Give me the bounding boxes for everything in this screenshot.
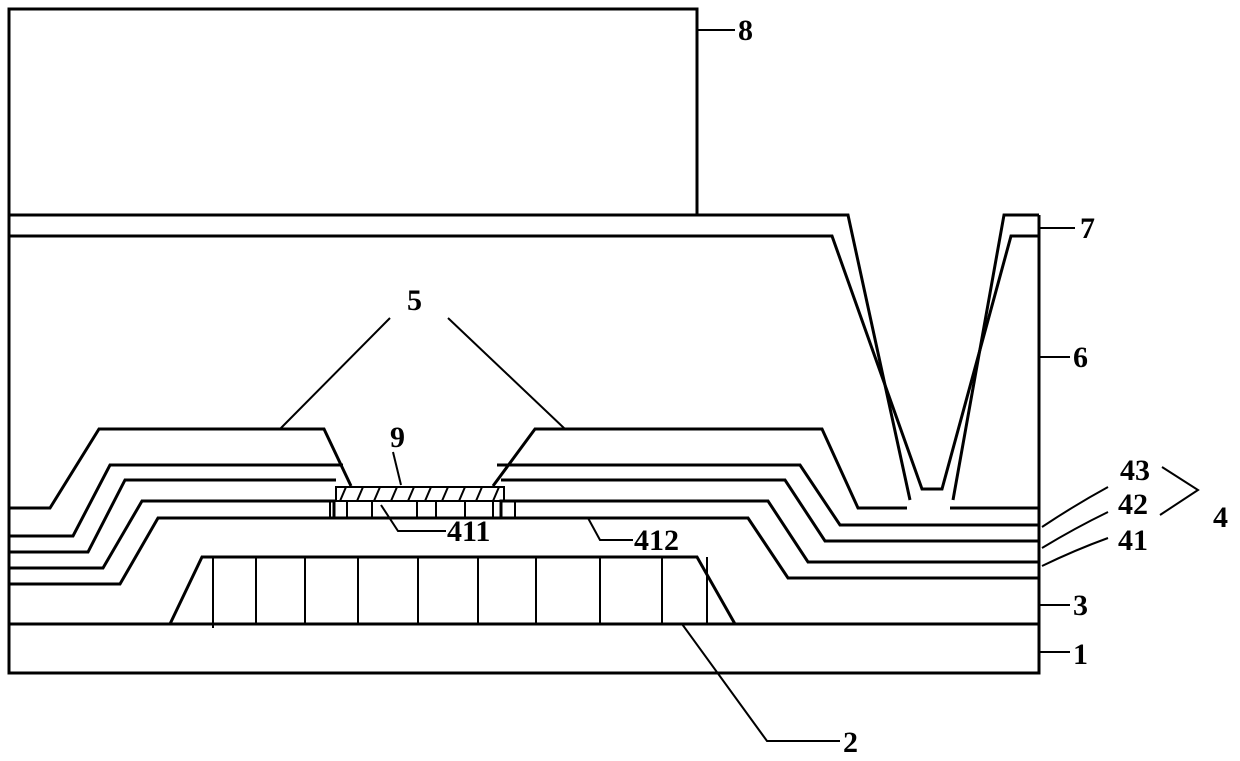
label-3: 3 — [1073, 589, 1088, 622]
label-42: 42 — [1118, 488, 1148, 521]
label-41: 41 — [1118, 524, 1148, 557]
pixel-electrode-layer — [9, 215, 1039, 500]
leader-lines — [280, 30, 1198, 741]
label-9: 9 — [390, 421, 405, 454]
label-6: 6 — [1073, 341, 1088, 374]
planarization-layer — [9, 236, 1039, 489]
insulating-layer — [9, 518, 1039, 584]
label-412: 412 — [634, 524, 679, 557]
label-8: 8 — [738, 14, 753, 47]
cover-block — [9, 9, 697, 673]
substrate-layer — [9, 624, 1039, 673]
label-7: 7 — [1080, 212, 1095, 245]
layer-42 — [9, 480, 1039, 552]
label-4: 4 — [1213, 501, 1228, 534]
channel-region — [330, 487, 515, 518]
label-411: 411 — [447, 515, 490, 548]
label-2: 2 — [843, 726, 858, 759]
label-5: 5 — [407, 284, 422, 317]
source-drain-electrodes — [9, 429, 1039, 508]
label-43: 43 — [1120, 454, 1150, 487]
label-1: 1 — [1073, 638, 1088, 671]
gate-block — [170, 557, 735, 628]
